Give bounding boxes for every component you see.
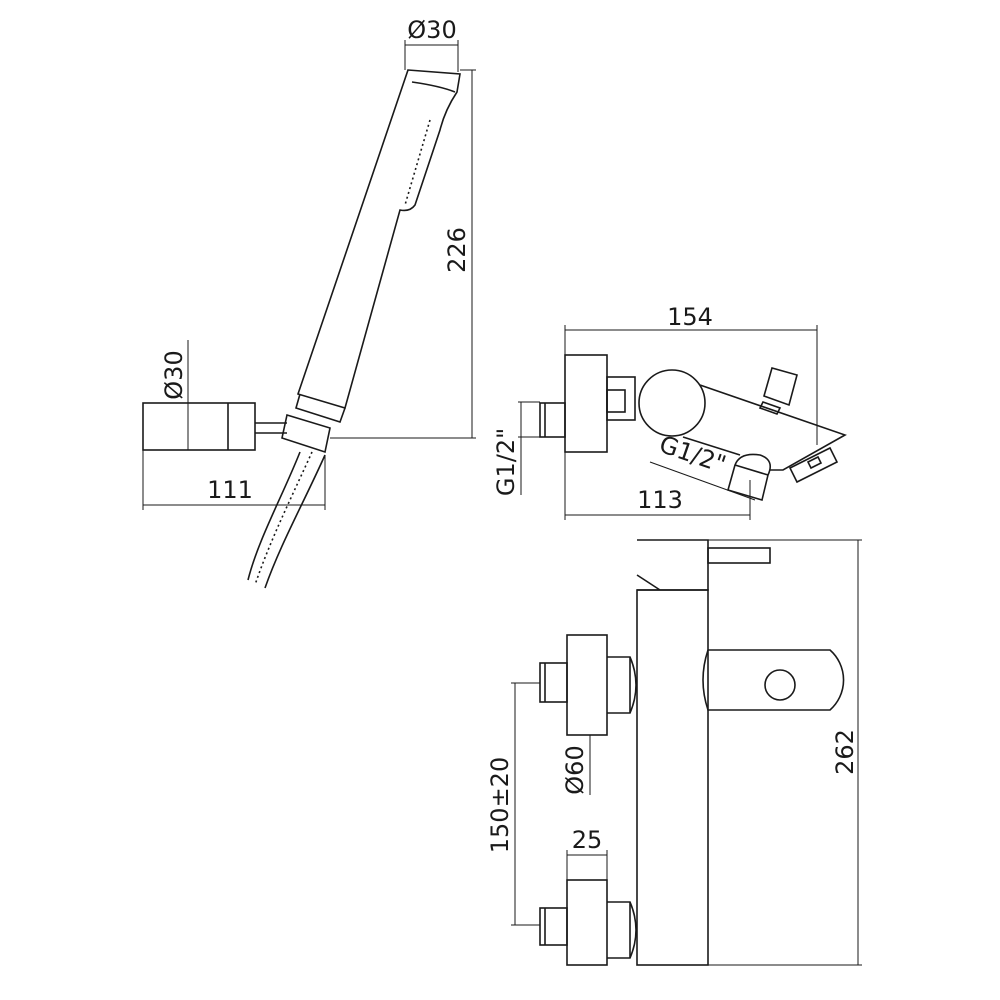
dim-shower-length: 226 [330,69,476,439]
dim-shower-diameter: Ø30 [404,16,459,72]
dim-flange-thickness: 25 [566,826,608,880]
dim-inlet-thread: G1/2" [492,401,540,496]
dim-centre-distance: 150±20 [486,682,540,926]
shower-holder [142,402,331,454]
label-flange-thickness: 25 [572,826,603,854]
dim-holder-diameter: Ø30 [160,340,189,450]
label-outlet-projection: 113 [637,486,683,514]
dim-mixer-depth: 154 [564,303,818,445]
dim-mixer-height: 262 [708,539,862,966]
label-shower-diameter: Ø30 [407,16,456,44]
label-inlet-thread: G1/2" [492,428,520,496]
label-holder-diameter: Ø30 [160,350,188,399]
label-shower-length: 226 [443,227,471,273]
mixer-side-view [539,354,847,502]
label-centre-distance: 150±20 [486,757,514,853]
shower-hose [254,451,313,586]
label-holder-projection: 111 [207,476,253,504]
label-outlet-thread: G1/2" [656,430,730,479]
label-mixer-depth: 154 [667,303,713,331]
hand-shower [295,69,461,423]
dim-flange-diameter: Ø60 [561,735,591,795]
label-mixer-height: 262 [831,729,859,775]
mixer-front-view [539,539,845,966]
label-flange-diameter: Ø60 [561,745,589,794]
dim-holder-projection: 111 [142,450,326,510]
dim-outlet-projection: 113 [564,452,751,520]
